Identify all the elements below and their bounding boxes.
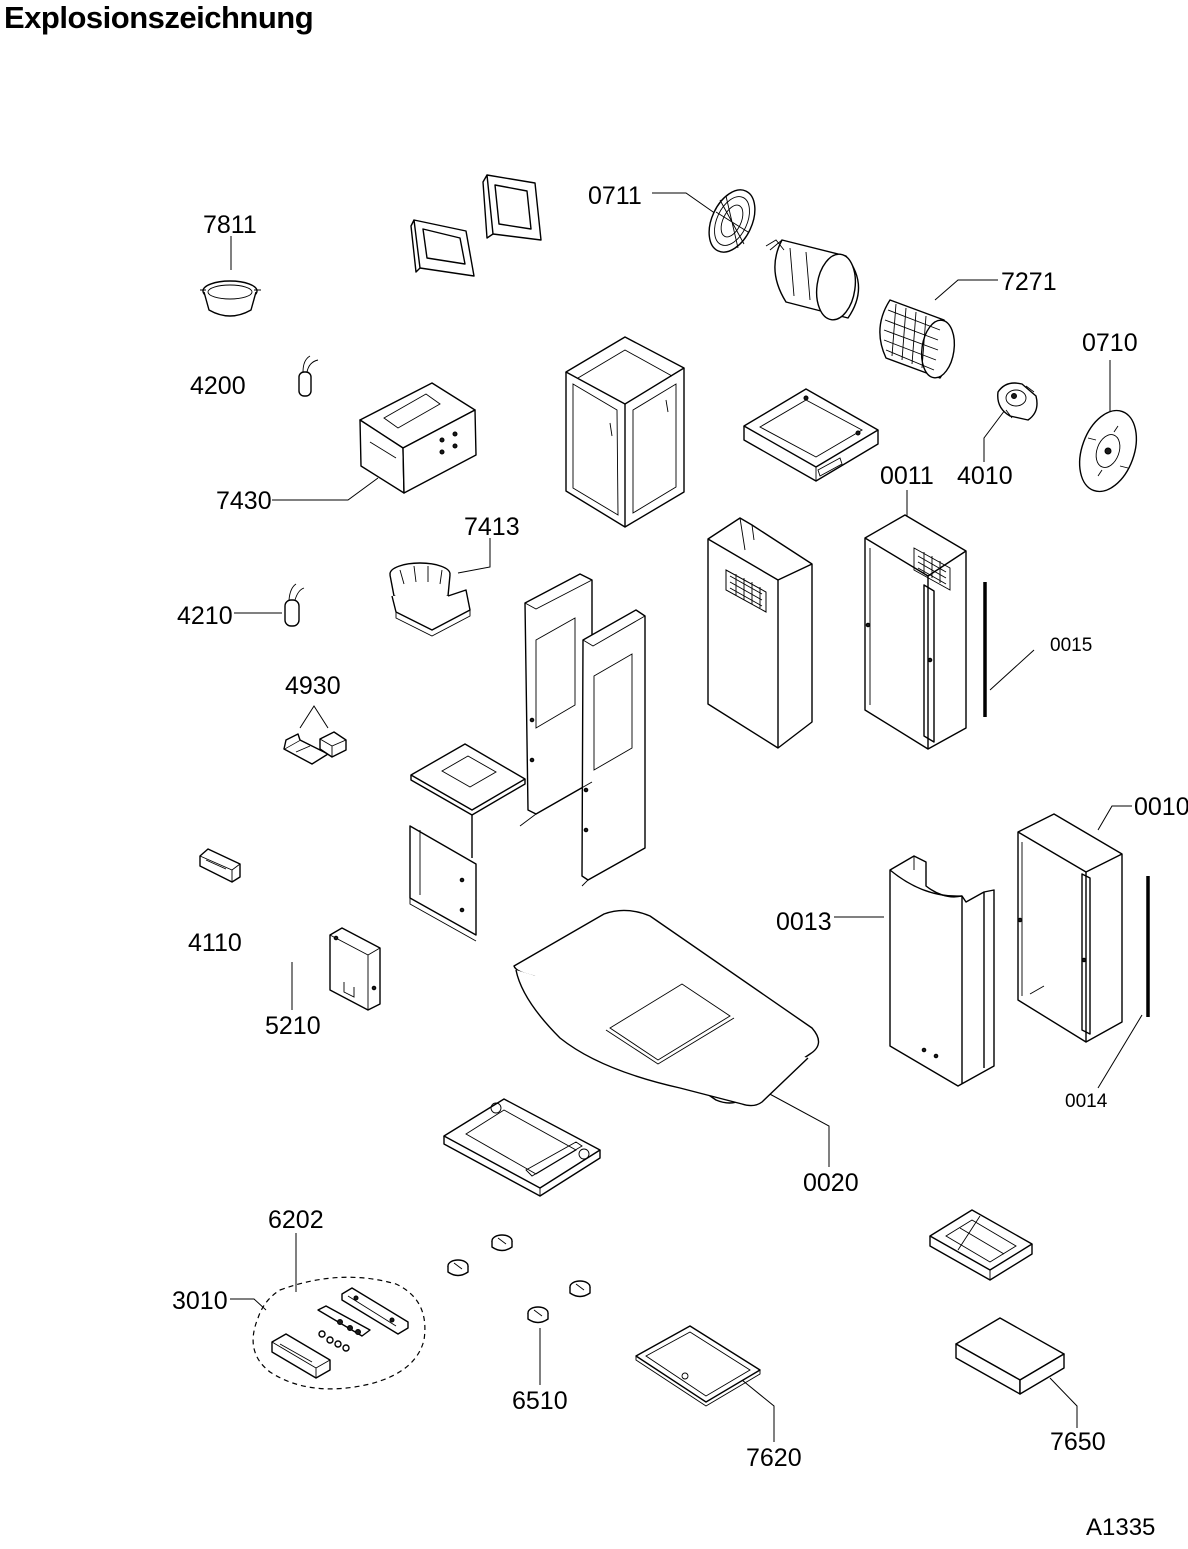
part-labels: 0711 7811 7271 0710 4200 4010 0011 7430 … xyxy=(172,182,1188,1472)
part-0011-back-panel xyxy=(864,514,967,750)
part-4930-electronics xyxy=(283,731,347,765)
part-4200-capacitor xyxy=(298,355,319,397)
mounting-bracket xyxy=(409,743,526,942)
label-0711: 0711 xyxy=(588,182,642,210)
part-0010-lower-back xyxy=(1017,813,1123,1043)
label-0013: 0013 xyxy=(776,908,832,936)
label-7650: 7650 xyxy=(1050,1428,1106,1456)
label-6510: 6510 xyxy=(512,1387,568,1415)
leader-lines xyxy=(230,192,1143,1442)
chimney-frame xyxy=(565,336,685,528)
gasket-frames xyxy=(410,174,542,277)
part-3010-control-group xyxy=(252,1276,426,1390)
label-7430: 7430 xyxy=(216,487,272,515)
label-4930: 4930 xyxy=(285,672,341,700)
part-5210-box xyxy=(329,927,381,1011)
label-3010: 3010 xyxy=(172,1287,228,1315)
part-0013-lower-front xyxy=(889,855,995,1087)
part-7430-box xyxy=(359,382,477,494)
part-4010-motor xyxy=(997,382,1038,421)
label-4200: 4200 xyxy=(190,372,246,400)
label-7620: 7620 xyxy=(746,1444,802,1472)
label-7413: 7413 xyxy=(464,513,520,541)
inner-duct-panels xyxy=(519,573,646,887)
label-4110: 4110 xyxy=(188,929,242,957)
drawing-code: A1335 xyxy=(1086,1514,1156,1541)
part-4110-switch xyxy=(199,848,241,883)
part-7413-adapter xyxy=(389,562,471,637)
part-7271-fan-wheel xyxy=(879,299,956,379)
diagram-title: Explosionszeichnung xyxy=(4,0,314,35)
label-0014: 0014 xyxy=(1065,1091,1108,1112)
label-4210: 4210 xyxy=(177,602,233,630)
label-6202: 6202 xyxy=(268,1206,324,1234)
label-4010: 4010 xyxy=(957,462,1013,490)
label-7811: 7811 xyxy=(203,211,257,239)
label-0710: 0710 xyxy=(1082,329,1138,357)
part-0020-canopy xyxy=(513,909,820,1107)
fan-housing xyxy=(765,239,860,321)
filter-cassette xyxy=(929,1209,1033,1281)
label-0011: 0011 xyxy=(880,462,934,490)
label-0020: 0020 xyxy=(803,1169,859,1197)
part-0711-grille xyxy=(708,189,756,253)
label-5210: 5210 xyxy=(265,1012,321,1040)
label-7271: 7271 xyxy=(1001,268,1057,296)
label-0015: 0015 xyxy=(1050,635,1092,656)
part-0710-plate xyxy=(1078,409,1138,493)
part-4210-capacitor xyxy=(284,583,305,627)
label-0010: 0010 xyxy=(1134,793,1188,821)
outer-chimney-upper xyxy=(707,517,813,749)
part-7620-grease-filter xyxy=(635,1325,761,1407)
part-6510-knobs xyxy=(447,1234,591,1324)
part-7650-carbon-filter xyxy=(955,1317,1065,1395)
part-7811-cup xyxy=(200,280,261,317)
filter-frame xyxy=(743,388,879,482)
filter-tray xyxy=(443,1098,601,1197)
